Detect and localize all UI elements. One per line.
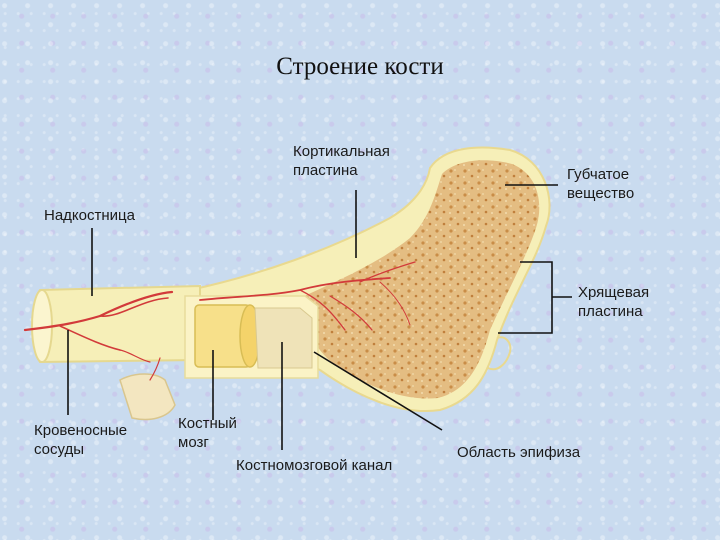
label-epiphysis-area: Область эпифиза: [457, 444, 581, 461]
spongy-substance: [300, 160, 540, 399]
periosteum-flap: [119, 373, 176, 421]
leader-lines: [67, 184, 572, 450]
bone-shaft: [31, 284, 201, 364]
label-medullary-canal: Костномозговой канал: [236, 457, 393, 474]
label-cortical-plate: Кортикальная пластина: [293, 143, 390, 179]
label-cartilage-plate: Хрящевая пластина: [578, 284, 650, 320]
label-spongy-substance: Губчатое вещество: [567, 166, 635, 202]
cartilage-notch: [487, 336, 512, 371]
label-periosteum: Надкостница: [44, 207, 135, 224]
blood-vessels: [23, 261, 416, 381]
slide-title: Строение кости: [276, 53, 444, 80]
medullary-canal: [254, 307, 313, 369]
label-blood-vessels: Кровеносные сосуды: [34, 422, 128, 458]
label-bone-marrow: Костный мозг: [178, 415, 237, 451]
leader-epiphysis: [313, 351, 443, 431]
